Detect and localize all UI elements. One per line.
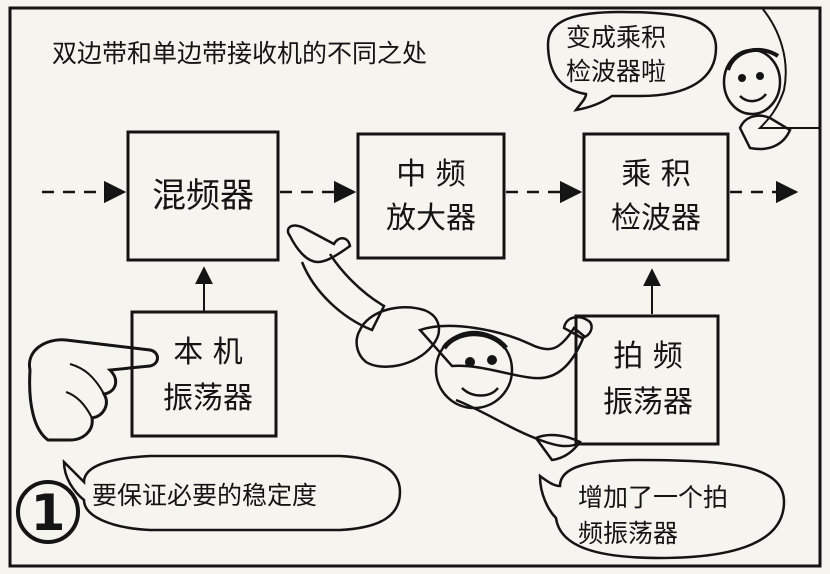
character-top-right — [722, 7, 821, 151]
character-lower-arm — [455, 398, 579, 448]
comic-frame — [8, 6, 822, 568]
speech-bubble-bottom-right: 增加了一个拍 频振荡器 — [538, 458, 786, 560]
block-local-oscillator-line2: 振荡器 — [163, 381, 253, 416]
block-if-amplifier-line1: 中 频 — [396, 157, 466, 192]
number-badge: 1 — [16, 480, 80, 544]
bubble-bottom-right-line1: 增加了一个拍 — [578, 483, 728, 512]
block-bfo: 拍 频 振荡器 — [574, 314, 720, 446]
block-if-amplifier: 中 频 放大器 — [356, 132, 506, 260]
bubble-top-right-line2: 检波器啦 — [566, 57, 666, 86]
block-mixer-label: 混频器 — [152, 176, 254, 216]
peeking-hand — [738, 114, 792, 151]
character-legs — [300, 253, 386, 332]
diagram-title: 双边带和单边带接收机的不同之处 — [52, 39, 427, 68]
bubble-bottom-right-line2: 频振荡器 — [578, 519, 678, 548]
block-product-detector-line2: 检波器 — [611, 201, 701, 236]
bubble-bottom-left-text: 要保证必要的稳定度 — [92, 481, 317, 510]
character-feet — [286, 224, 352, 264]
block-bfo-line1: 拍 频 — [613, 339, 683, 374]
character-hand-lower — [534, 433, 582, 462]
block-local-oscillator: 本 机 振荡器 — [130, 310, 278, 438]
speech-bubble-bottom-left: 要保证必要的稳定度 — [62, 454, 402, 532]
character-upper-arm — [417, 324, 586, 380]
signal-flow-arrows — [42, 180, 799, 314]
character-hand-upper — [562, 315, 593, 340]
pointing-hand — [28, 338, 159, 442]
bubble-top-right-line1: 变成乘积 — [566, 23, 666, 52]
badge-number: 1 — [31, 484, 66, 542]
character-shorts — [355, 305, 441, 368]
block-local-oscillator-line1: 本 机 — [173, 335, 243, 370]
block-product-detector-line1: 乘 积 — [621, 157, 691, 192]
speech-bubble-top-right: 变成乘积 检波器啦 — [546, 10, 718, 112]
block-if-amplifier-line2: 放大器 — [386, 201, 476, 236]
flying-character — [286, 224, 593, 462]
peeking-hair — [726, 47, 780, 71]
character-headband — [441, 331, 508, 350]
block-product-detector: 乘 积 检波器 — [582, 132, 730, 262]
block-mixer: 混频器 — [126, 130, 280, 262]
block-bfo-line2: 振荡器 — [603, 385, 693, 420]
